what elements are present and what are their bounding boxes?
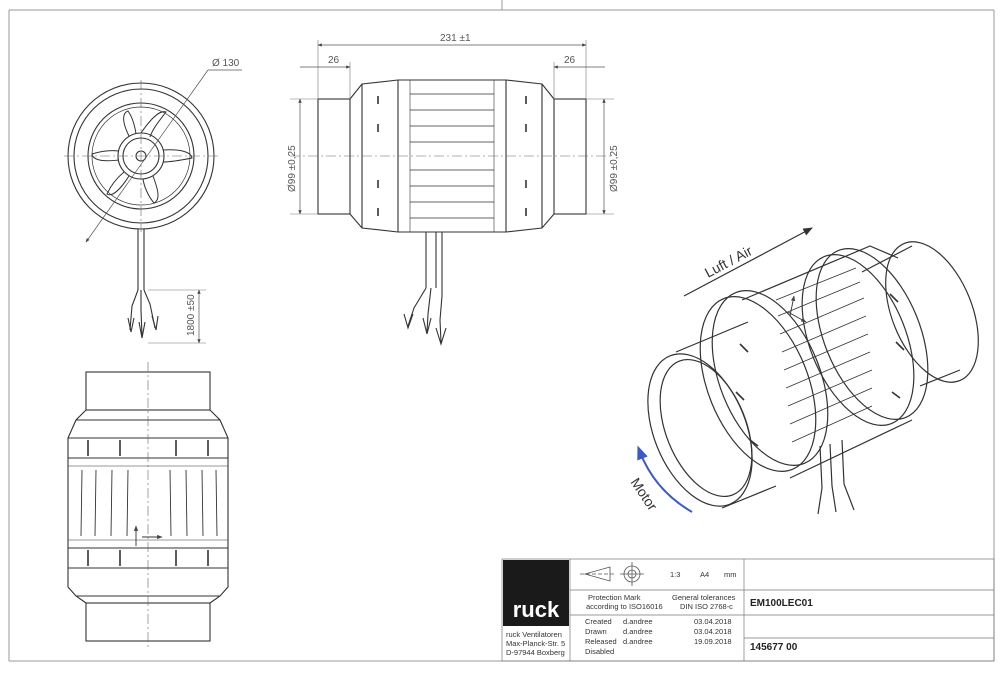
tolerance-label-2: DIN ISO 2768-c — [680, 602, 733, 611]
part-name: EM100LEC01 — [750, 598, 813, 609]
dim-diameter-outer: Ø 130 — [212, 58, 240, 69]
paper-size: A4 — [700, 570, 709, 579]
title-block: ruck ruck Ventilatoren Max-Planck-Str. 5… — [501, 558, 995, 662]
row-drawn-name: d.andree — [623, 627, 653, 636]
row-drawn-label: Drawn — [585, 627, 607, 636]
dim-diameter-left: Ø99 ±0,25 — [287, 145, 298, 192]
side-view — [290, 40, 614, 346]
ruck-logo-text: ruck — [513, 597, 560, 622]
part-number: 145677 00 — [750, 642, 798, 653]
protection-label-1: Protection Mark — [588, 593, 641, 602]
motor-rotation-arrow — [637, 445, 693, 513]
housing-ribs — [410, 93, 494, 219]
dim-collar-left: 26 — [328, 55, 340, 66]
row-disabled-label: Disabled — [585, 647, 614, 656]
bottom-view-ticks — [87, 440, 209, 566]
iso-ribs — [775, 267, 873, 443]
housing-ticks — [377, 96, 527, 216]
bottom-view — [67, 362, 229, 650]
projection-symbol-icon — [580, 562, 644, 586]
scale-value: 1:3 — [670, 570, 680, 579]
dim-cable-length: 1800 ±50 — [186, 294, 197, 336]
front-view — [64, 69, 242, 344]
company-line-3: D-97944 Boxberg — [506, 648, 565, 657]
protection-label-2: according to ISO16016 — [586, 602, 663, 611]
dim-diameter-right: Ø99 ±0,25 — [609, 145, 620, 192]
sheet-frame — [8, 0, 995, 662]
row-drawn-date: 03.04.2018 — [694, 627, 732, 636]
company-line-1: ruck Ventilatoren — [506, 630, 562, 639]
dim-length-total: 231 ±1 — [440, 33, 471, 44]
row-released-label: Released — [585, 637, 617, 646]
row-created-date: 03.04.2018 — [694, 617, 732, 626]
impeller-blades — [91, 110, 193, 204]
side-view-dimensions — [290, 40, 614, 215]
bottom-view-ribs — [80, 469, 218, 537]
ruck-logo — [503, 560, 569, 626]
row-created-label: Created — [585, 617, 612, 626]
unit-value: mm — [724, 570, 737, 579]
row-released-name: d.andree — [623, 637, 653, 646]
company-line-2: Max-Planck-Str. 5 — [506, 639, 565, 648]
dim-collar-right: 26 — [564, 55, 576, 66]
tolerance-label-1: General tolerances — [672, 593, 736, 602]
isometric-view — [647, 227, 979, 515]
row-released-date: 19.09.2018 — [694, 637, 732, 646]
air-flow-label: Luft / Air — [702, 242, 755, 280]
row-created-name: d.andree — [623, 617, 653, 626]
